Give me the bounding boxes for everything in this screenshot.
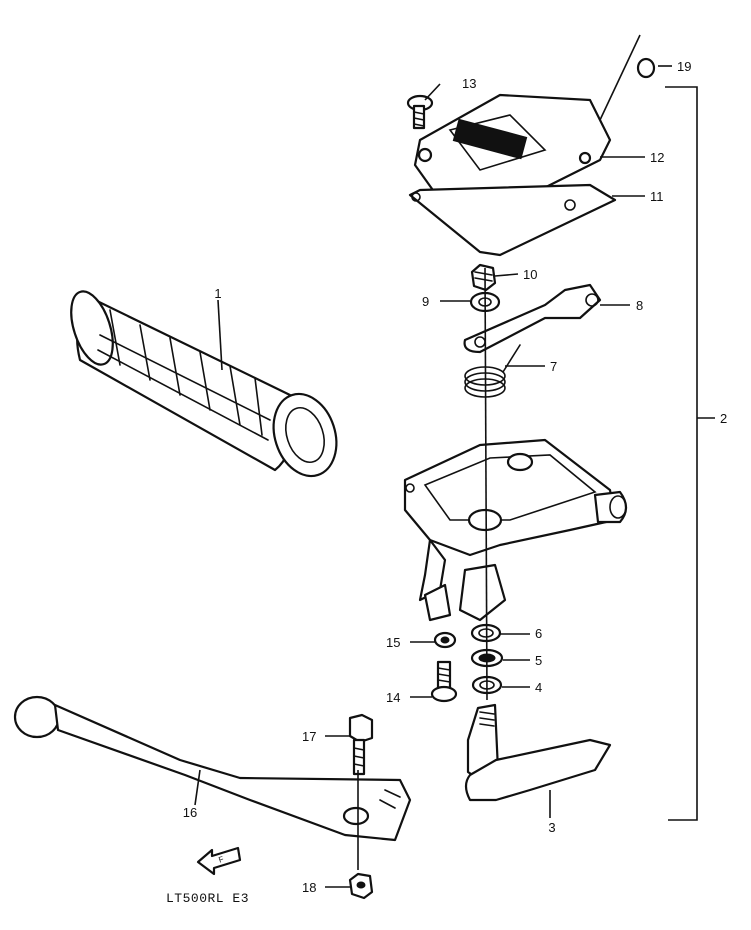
part-housing <box>403 438 628 557</box>
callout-3: 3 <box>548 820 555 835</box>
callout-19: 19 <box>677 59 691 74</box>
part-screw-13 <box>406 94 434 130</box>
assembly-axis <box>484 267 488 701</box>
callout-labels: 1 2 3 4 5 6 7 8 9 10 11 12 13 14 15 16 1… <box>183 59 727 895</box>
part-cover <box>413 93 612 202</box>
callout-6: 6 <box>535 626 542 641</box>
part-washer-15 <box>433 631 457 649</box>
part-bolt-14 <box>430 660 458 703</box>
cap-axis <box>599 34 641 121</box>
part-grip <box>70 290 338 478</box>
bracket-2 <box>665 86 698 821</box>
callout-2: 2 <box>720 411 727 426</box>
part-nut-10 <box>470 263 497 292</box>
callout-4: 4 <box>535 680 542 695</box>
callout-9: 9 <box>422 294 429 309</box>
part-clamp <box>418 538 507 622</box>
part-pivot-3 <box>464 703 612 802</box>
callout-7: 7 <box>550 359 557 374</box>
callout-5: 5 <box>535 653 542 668</box>
callout-17: 17 <box>302 729 316 744</box>
callout-14: 14 <box>386 690 400 705</box>
direction-arrow-label: F <box>218 855 226 865</box>
callout-15: 15 <box>386 635 400 650</box>
callout-1: 1 <box>214 286 221 301</box>
part-bolt-17 <box>348 713 374 776</box>
front-direction-arrow: F <box>196 846 242 876</box>
leader-lines <box>194 65 715 888</box>
model-code: LT500RL E3 <box>166 891 249 906</box>
callout-11: 11 <box>650 189 664 204</box>
part-lever-16 <box>13 695 412 842</box>
callout-16: 16 <box>183 805 197 820</box>
part-gasket <box>408 183 617 257</box>
callout-10: 10 <box>523 267 537 282</box>
callout-12: 12 <box>650 150 664 165</box>
callout-18: 18 <box>302 880 316 895</box>
part-cap-19 <box>636 57 656 79</box>
callout-13: 13 <box>462 76 476 91</box>
part-spring-7 <box>464 344 521 398</box>
callout-8: 8 <box>636 298 643 313</box>
part-nut-18 <box>348 872 374 900</box>
